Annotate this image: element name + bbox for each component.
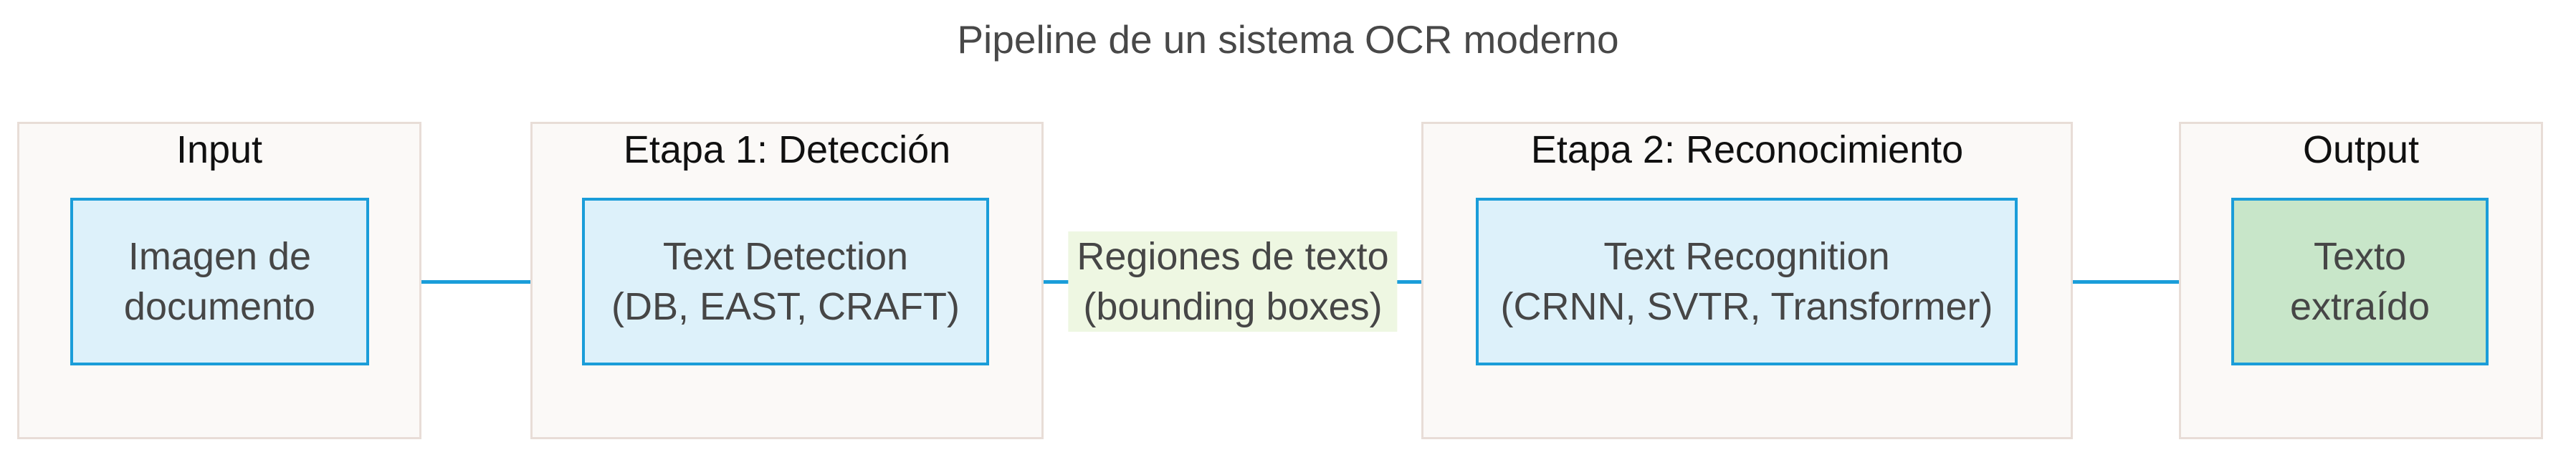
cluster-etapa1-label: Etapa 1: Detección (623, 128, 951, 171)
diagram-title: Pipeline de un sistema OCR moderno (957, 17, 1619, 62)
node-text-line: Imagen de (128, 235, 312, 278)
cluster-output: Output Texto extraído (2179, 122, 2543, 439)
node-text-line: (DB, EAST, CRAFT) (611, 285, 960, 328)
edge-input-to-detection (369, 280, 565, 284)
cluster-etapa2-label: Etapa 2: Reconocimiento (1530, 128, 1964, 171)
node-texto-extraido: Texto extraído (2231, 198, 2489, 365)
edge-label-line: (bounding boxes) (1083, 285, 1383, 328)
node-text-line: Text Detection (662, 235, 909, 278)
node-text-line: (CRNN, SVTR, Transformer) (1500, 285, 1993, 328)
node-text-recognition: Text Recognition (CRNN, SVTR, Transforme… (1476, 198, 2018, 365)
node-text-line: Text Recognition (1603, 235, 1890, 278)
edge-recognition-to-output (2018, 280, 2214, 284)
edge-label-line: Regiones de texto (1077, 235, 1389, 278)
cluster-input-label: Input (176, 128, 263, 171)
cluster-etapa-2-reconocimiento: Etapa 2: Reconocimiento Text Recognition… (1421, 122, 2073, 439)
node-imagen-de-documento: Imagen de documento (70, 198, 369, 365)
node-text-line: documento (123, 285, 316, 328)
edge-label-regiones-de-texto: Regiones de texto (bounding boxes) (1068, 231, 1398, 332)
node-text-detection: Text Detection (DB, EAST, CRAFT) (582, 198, 989, 365)
node-text-line: extraído (2289, 285, 2430, 328)
node-text-line: Texto (2313, 235, 2407, 278)
cluster-input: Input Imagen de documento (17, 122, 421, 439)
cluster-output-label: Output (2302, 128, 2420, 171)
cluster-etapa-1-deteccion: Etapa 1: Detección Text Detection (DB, E… (530, 122, 1044, 439)
